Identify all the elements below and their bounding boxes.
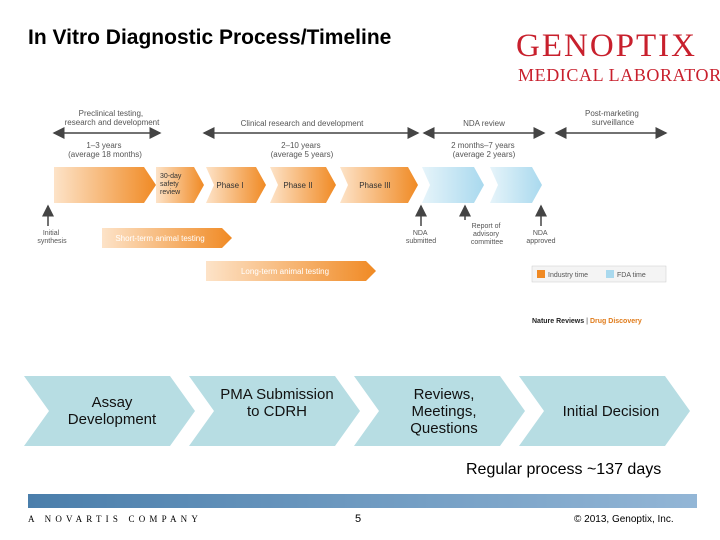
- duration-nda-line2: (average 2 years): [453, 150, 516, 159]
- duration-clinical-line1: 2–10 years: [281, 141, 321, 150]
- legend-industry-label: Industry time: [548, 272, 588, 279]
- short-term-animal-testing-arrow: [102, 228, 232, 248]
- legend-fda-label: FDA time: [617, 272, 646, 279]
- stage-safety-review-label: 30-day safety review: [160, 173, 183, 196]
- milestone-nda-submitted: NDA submitted: [406, 230, 436, 245]
- footer-company: A NOVARTIS COMPANY: [28, 514, 203, 524]
- duration-clinical: 2–10 years (average 5 years): [271, 141, 334, 159]
- figure-credit: Nature Reviews | Drug Discovery: [532, 318, 642, 325]
- stage-phase2-arrow: [270, 167, 336, 203]
- process-step-3-label: Reviews, Meetings, Questions: [410, 386, 478, 437]
- milestone-initial-synthesis: Initial synthesis: [37, 230, 67, 245]
- duration-nda: 2 months–7 years (average 2 years): [451, 141, 517, 159]
- phase-label-post-marketing-line1: Post-marketing: [585, 109, 639, 118]
- stage-safety-review-arrow: [156, 167, 204, 203]
- milestone-nda-submitted-line2: submitted: [406, 238, 436, 245]
- long-term-animal-testing-arrow: [206, 261, 376, 281]
- slide-title: In Vitro Diagnostic Process/Timeline: [28, 26, 392, 49]
- stage-nda-review-arrow-1: [422, 167, 484, 203]
- milestone-nda-approved: NDA approved: [526, 230, 555, 245]
- process-step-2-chevron: [189, 376, 360, 446]
- process-chevrons: [24, 376, 690, 446]
- process-step-1-chevron: [24, 376, 195, 446]
- short-term-animal-testing-label: Short-term animal testing: [115, 234, 204, 243]
- figure-credit-section: Drug Discovery: [590, 318, 642, 325]
- duration-clinical-line2: (average 5 years): [271, 150, 334, 159]
- phase-label-preclinical-line1: Preclinical testing,: [79, 109, 143, 118]
- milestone-nda-submitted-line1: NDA: [413, 230, 428, 237]
- phase-label-post-marketing-line2: surveillance: [592, 118, 635, 127]
- stage-phase3-arrow: [340, 167, 418, 203]
- process-step-4-label: Initial Decision: [562, 403, 660, 420]
- stage-phase1-arrow: [206, 167, 266, 203]
- stage-phase3-label: Phase III: [359, 181, 391, 190]
- milestone-nda-approved-line1: NDA: [533, 230, 548, 237]
- duration-nda-line1: 2 months–7 years: [451, 141, 515, 150]
- stage-phase2-label: Phase II: [283, 181, 312, 190]
- stage-safety-review-line3: review: [160, 189, 181, 196]
- figure-credit-journal: Nature Reviews: [532, 318, 584, 325]
- milestone-advisory-line1: Report of: [472, 223, 501, 230]
- milestone-initial-synthesis-line2: synthesis: [37, 238, 67, 245]
- regular-process-duration: Regular process ~137 days: [466, 461, 662, 478]
- milestone-advisory-line3: committee: [471, 239, 503, 246]
- footer-bar: [28, 494, 697, 508]
- stage-preclinical-arrow: [54, 167, 156, 203]
- genoptix-logo: GENOPTIX: [516, 28, 697, 64]
- milestone-advisory: Report of advisory committee: [471, 223, 503, 246]
- stage-phase1-label: Phase I: [216, 181, 243, 190]
- stage-nda-review-arrow-2: [490, 167, 542, 203]
- phase-label-post-marketing: Post-marketing surveillance: [585, 109, 641, 127]
- phase-label-preclinical: Preclinical testing, research and develo…: [65, 109, 161, 127]
- legend-industry-swatch: [537, 270, 545, 278]
- milestone-advisory-line2: advisory: [473, 231, 500, 238]
- process-step-2-label: PMA Submission to CDRH: [220, 386, 334, 420]
- drug-development-timeline: Preclinical testing, research and develo…: [37, 109, 668, 325]
- process-step-4-chevron: [519, 376, 690, 446]
- legend-fda-swatch: [606, 270, 614, 278]
- duration-preclinical-line1: 1–3 years: [86, 141, 121, 150]
- copyright: © 2013, Genoptix, Inc.: [574, 514, 674, 525]
- duration-preclinical: 1–3 years (average 18 months): [68, 141, 142, 159]
- phase-label-clinical: Clinical research and development: [241, 119, 365, 128]
- stage-safety-review-line1: 30-day: [160, 173, 182, 180]
- milestone-initial-synthesis-line1: Initial: [43, 230, 60, 237]
- phase-label-nda-review: NDA review: [463, 119, 505, 128]
- stage-safety-review-line2: safety: [160, 181, 179, 188]
- phase-label-preclinical-line2: research and development: [65, 118, 161, 127]
- long-term-animal-testing-label: Long-term animal testing: [241, 267, 329, 276]
- duration-preclinical-line2: (average 18 months): [68, 150, 142, 159]
- page-number: 5: [355, 513, 362, 525]
- milestone-nda-approved-line2: approved: [526, 238, 555, 245]
- genoptix-logo-subtitle: MEDICAL LABORATORY: [518, 65, 720, 85]
- process-step-1-label: Assay Development: [67, 394, 157, 428]
- process-step-3-chevron: [354, 376, 525, 446]
- timeline-legend: [531, 265, 667, 283]
- figure-credit-separator: |: [586, 318, 590, 325]
